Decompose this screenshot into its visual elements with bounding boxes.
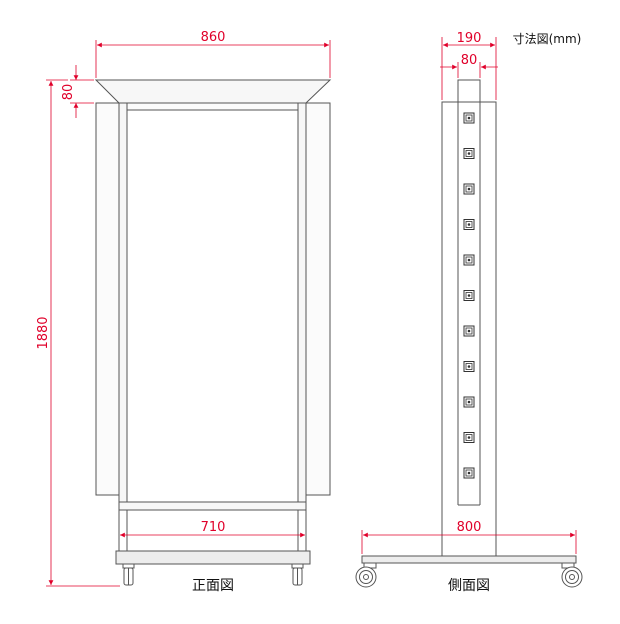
- hook-slot-icon: [463, 325, 475, 337]
- hook-slot-icon: [463, 396, 475, 408]
- dim-label-depth: 190: [457, 31, 482, 46]
- side-view-caption: 側面図: [448, 578, 490, 594]
- dim-label-post: 80: [461, 53, 478, 68]
- right-rail: [297, 102, 307, 511]
- unit-note: 寸法図(mm): [513, 32, 582, 46]
- hook-slot-icon: [463, 467, 475, 479]
- hook-slot-icon: [463, 361, 475, 372]
- lower-crossbar: [118, 501, 307, 511]
- dim-label-inner-width: 710: [201, 520, 226, 535]
- hook-slot-icon: [463, 183, 475, 195]
- post-top: [457, 79, 481, 103]
- dim-label-frame: 80: [61, 84, 76, 101]
- caster-right: [291, 563, 304, 586]
- side-base: [361, 555, 577, 564]
- front-view-caption: 正面図: [192, 578, 234, 594]
- front-view: [94, 79, 332, 586]
- front-dimensions: [46, 40, 331, 587]
- display-board: [126, 109, 299, 503]
- wheel-right: [561, 562, 583, 588]
- hook-slot-icon: [463, 219, 475, 230]
- hook-slot-icon: [463, 148, 475, 159]
- left-rail: [118, 102, 128, 511]
- hook-slot-icon: [463, 112, 475, 124]
- wheel-left: [355, 562, 377, 588]
- dim-label-height: 1880: [36, 316, 51, 349]
- side-dimensions: [361, 37, 577, 554]
- hook-slot-icon: [463, 254, 475, 266]
- dim-label-base: 800: [457, 520, 482, 535]
- dim-label-width: 860: [201, 30, 226, 45]
- caster-left: [122, 563, 135, 586]
- front-base: [115, 550, 311, 565]
- top-frame-bevel: [94, 79, 332, 104]
- hook-slots: [463, 112, 475, 479]
- hook-slot-icon: [463, 290, 475, 301]
- hook-slot-icon: [463, 432, 475, 443]
